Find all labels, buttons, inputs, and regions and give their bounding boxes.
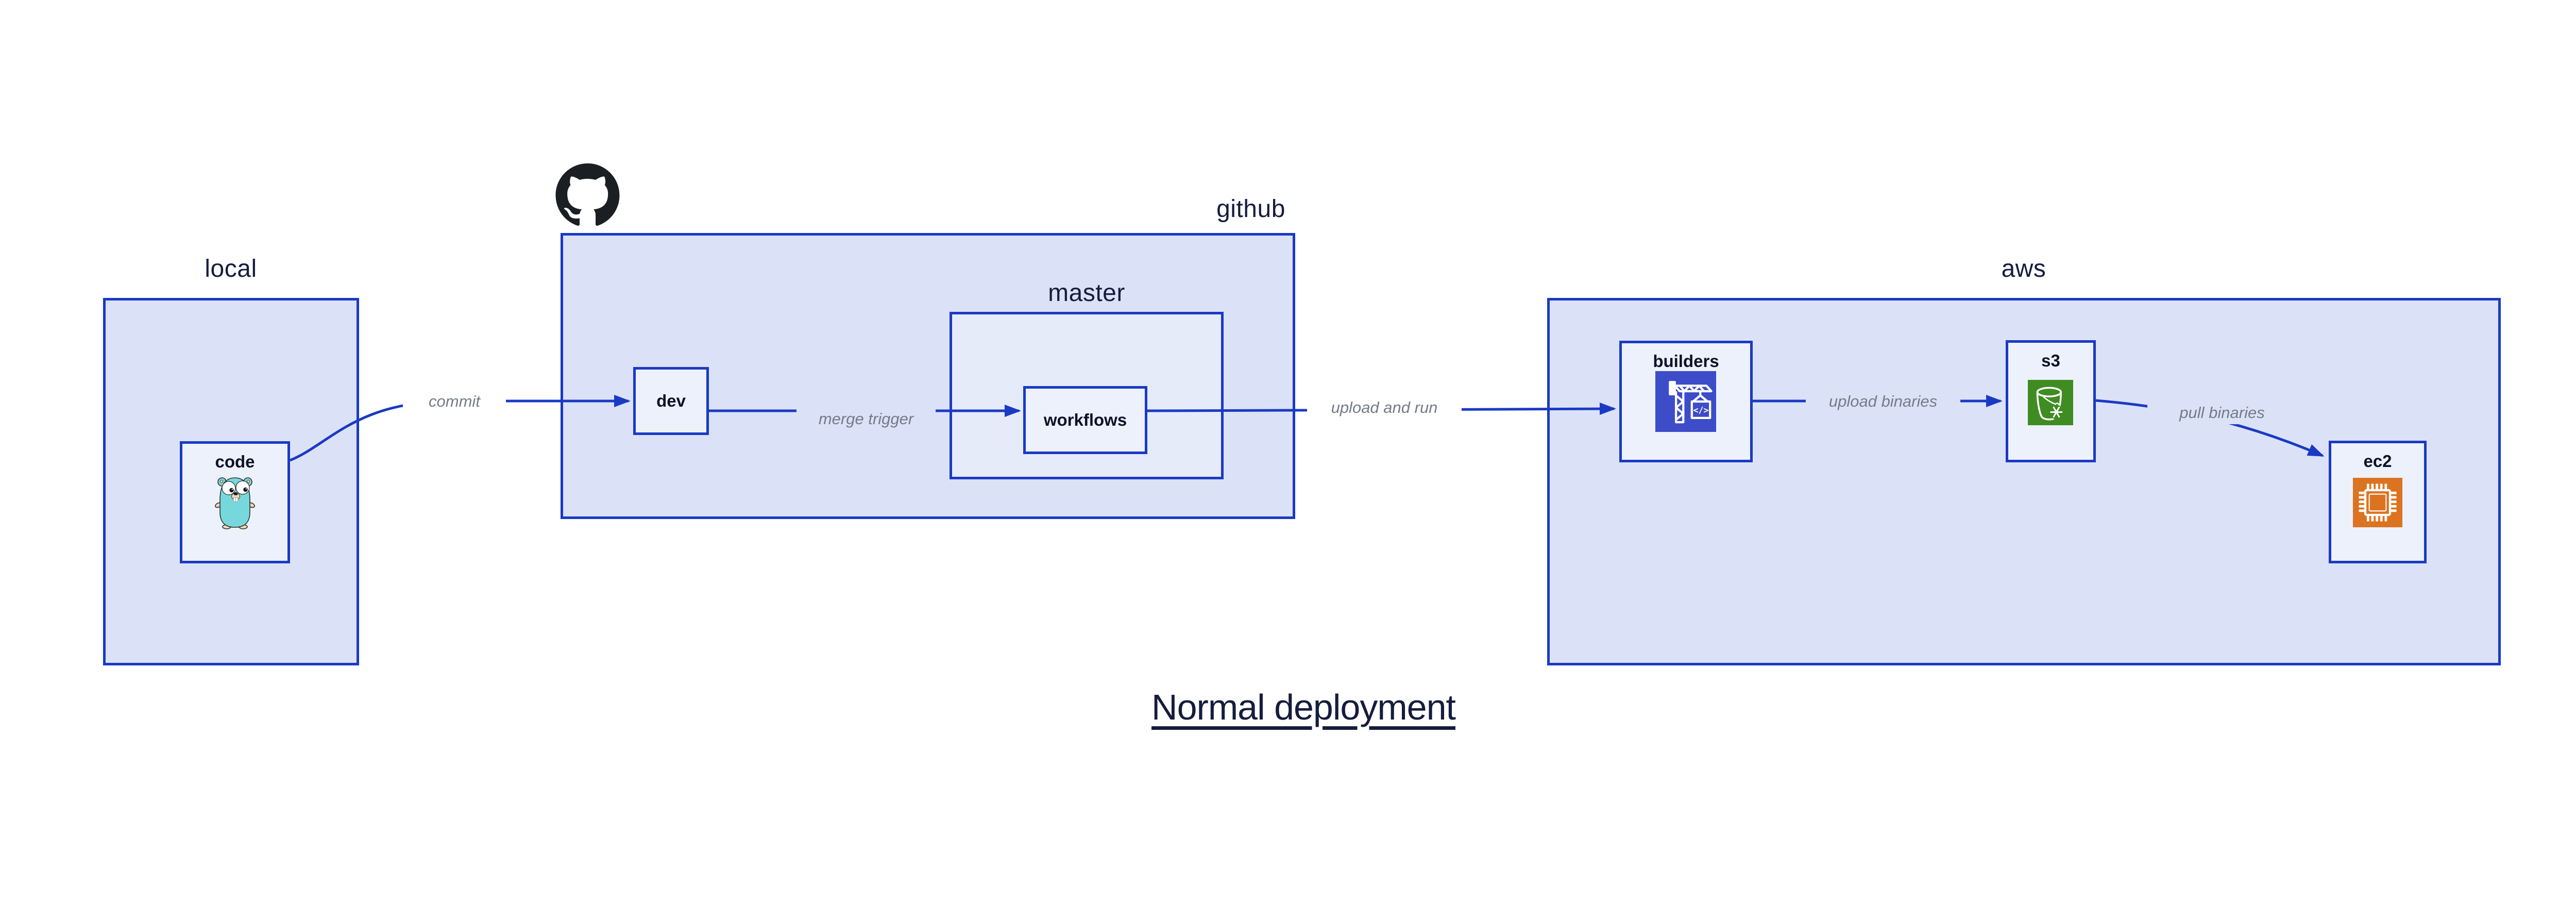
node-s3-label: s3 bbox=[2041, 351, 2060, 370]
build-crane-icon: </> bbox=[1655, 371, 1716, 435]
diagram-title: Normal deployment bbox=[1097, 687, 1510, 728]
builders-icon-glyph: </> bbox=[1693, 405, 1709, 415]
node-code: code bbox=[180, 441, 290, 563]
cluster-local-label: local bbox=[205, 255, 257, 282]
node-ec2: ec2 bbox=[2329, 441, 2427, 563]
node-builders-label: builders bbox=[1653, 352, 1719, 371]
cluster-aws-label: aws bbox=[2001, 255, 2046, 282]
node-dev-label: dev bbox=[656, 391, 686, 410]
node-ec2-label: ec2 bbox=[2363, 452, 2392, 471]
s3-bucket-icon bbox=[2028, 380, 2073, 428]
edge-label-commit: commit bbox=[403, 390, 506, 413]
node-workflows-label: workflows bbox=[1043, 410, 1127, 429]
edge-label-pull-binaries: pull binaries bbox=[2147, 402, 2297, 424]
edge-label-merge-trigger: merge trigger bbox=[796, 408, 936, 430]
github-octocat-icon bbox=[555, 163, 620, 227]
node-s3: s3 bbox=[2006, 340, 2096, 462]
edge-label-upload-and-run: upload and run bbox=[1307, 396, 1462, 419]
node-code-label: code bbox=[215, 452, 255, 471]
node-builders: builders </> bbox=[1619, 341, 1753, 462]
diagram-title-text: Normal deployment bbox=[1151, 687, 1456, 727]
cluster-master-label: master bbox=[1048, 279, 1125, 307]
node-dev: dev bbox=[633, 367, 709, 435]
edge-label-upload-binaries: upload binaries bbox=[1806, 390, 1960, 413]
go-gopher-icon bbox=[214, 475, 256, 532]
ec2-chip-icon bbox=[2353, 478, 2402, 530]
cluster-github-label: github bbox=[1216, 195, 1285, 223]
node-workflows: workflows bbox=[1023, 386, 1147, 454]
